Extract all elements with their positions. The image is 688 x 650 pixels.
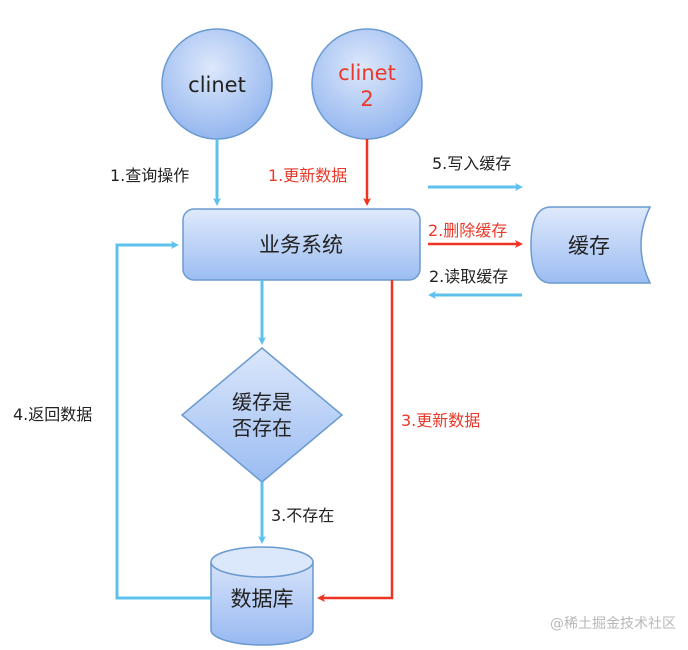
edge-label-delete-cache: 2.删除缓存 — [428, 221, 507, 240]
edge-label-return-data: 4.返回数据 — [13, 405, 92, 424]
client-node-2-label-line1: clinet — [338, 61, 396, 85]
business-system-node: 业务系统 — [182, 208, 421, 281]
client-node-1: clinet — [161, 28, 273, 140]
client-node-2: clinet 2 — [311, 28, 423, 140]
cache-node: 缓存 — [530, 206, 652, 284]
arrow-update-3 — [317, 280, 394, 602]
arrow-return-data — [115, 241, 211, 600]
client-node-1-label: clinet — [188, 73, 246, 97]
database-node: 数据库 — [210, 546, 314, 646]
decision-label-line1: 缓存是 — [232, 390, 292, 414]
decision-label-line2: 否存在 — [232, 416, 292, 440]
edge-label-not-exist: 3.不存在 — [271, 506, 334, 525]
cache-label: 缓存 — [568, 234, 610, 258]
database-label: 数据库 — [231, 587, 294, 611]
edge-label-update-3: 3.更新数据 — [401, 411, 480, 430]
edge-label-read-cache: 2.读取缓存 — [429, 267, 508, 286]
edge-label-write-cache: 5.写入缓存 — [432, 154, 511, 173]
edge-label-update-1: 1.更新数据 — [268, 166, 347, 185]
watermark: @稀土掘金技术社区 — [550, 616, 676, 632]
edge-label-query: 1.查询操作 — [110, 166, 189, 185]
cache-exists-decision: 缓存是 否存在 — [180, 347, 344, 483]
business-system-label: 业务系统 — [259, 233, 343, 257]
client-node-2-label-line2: 2 — [360, 87, 373, 111]
